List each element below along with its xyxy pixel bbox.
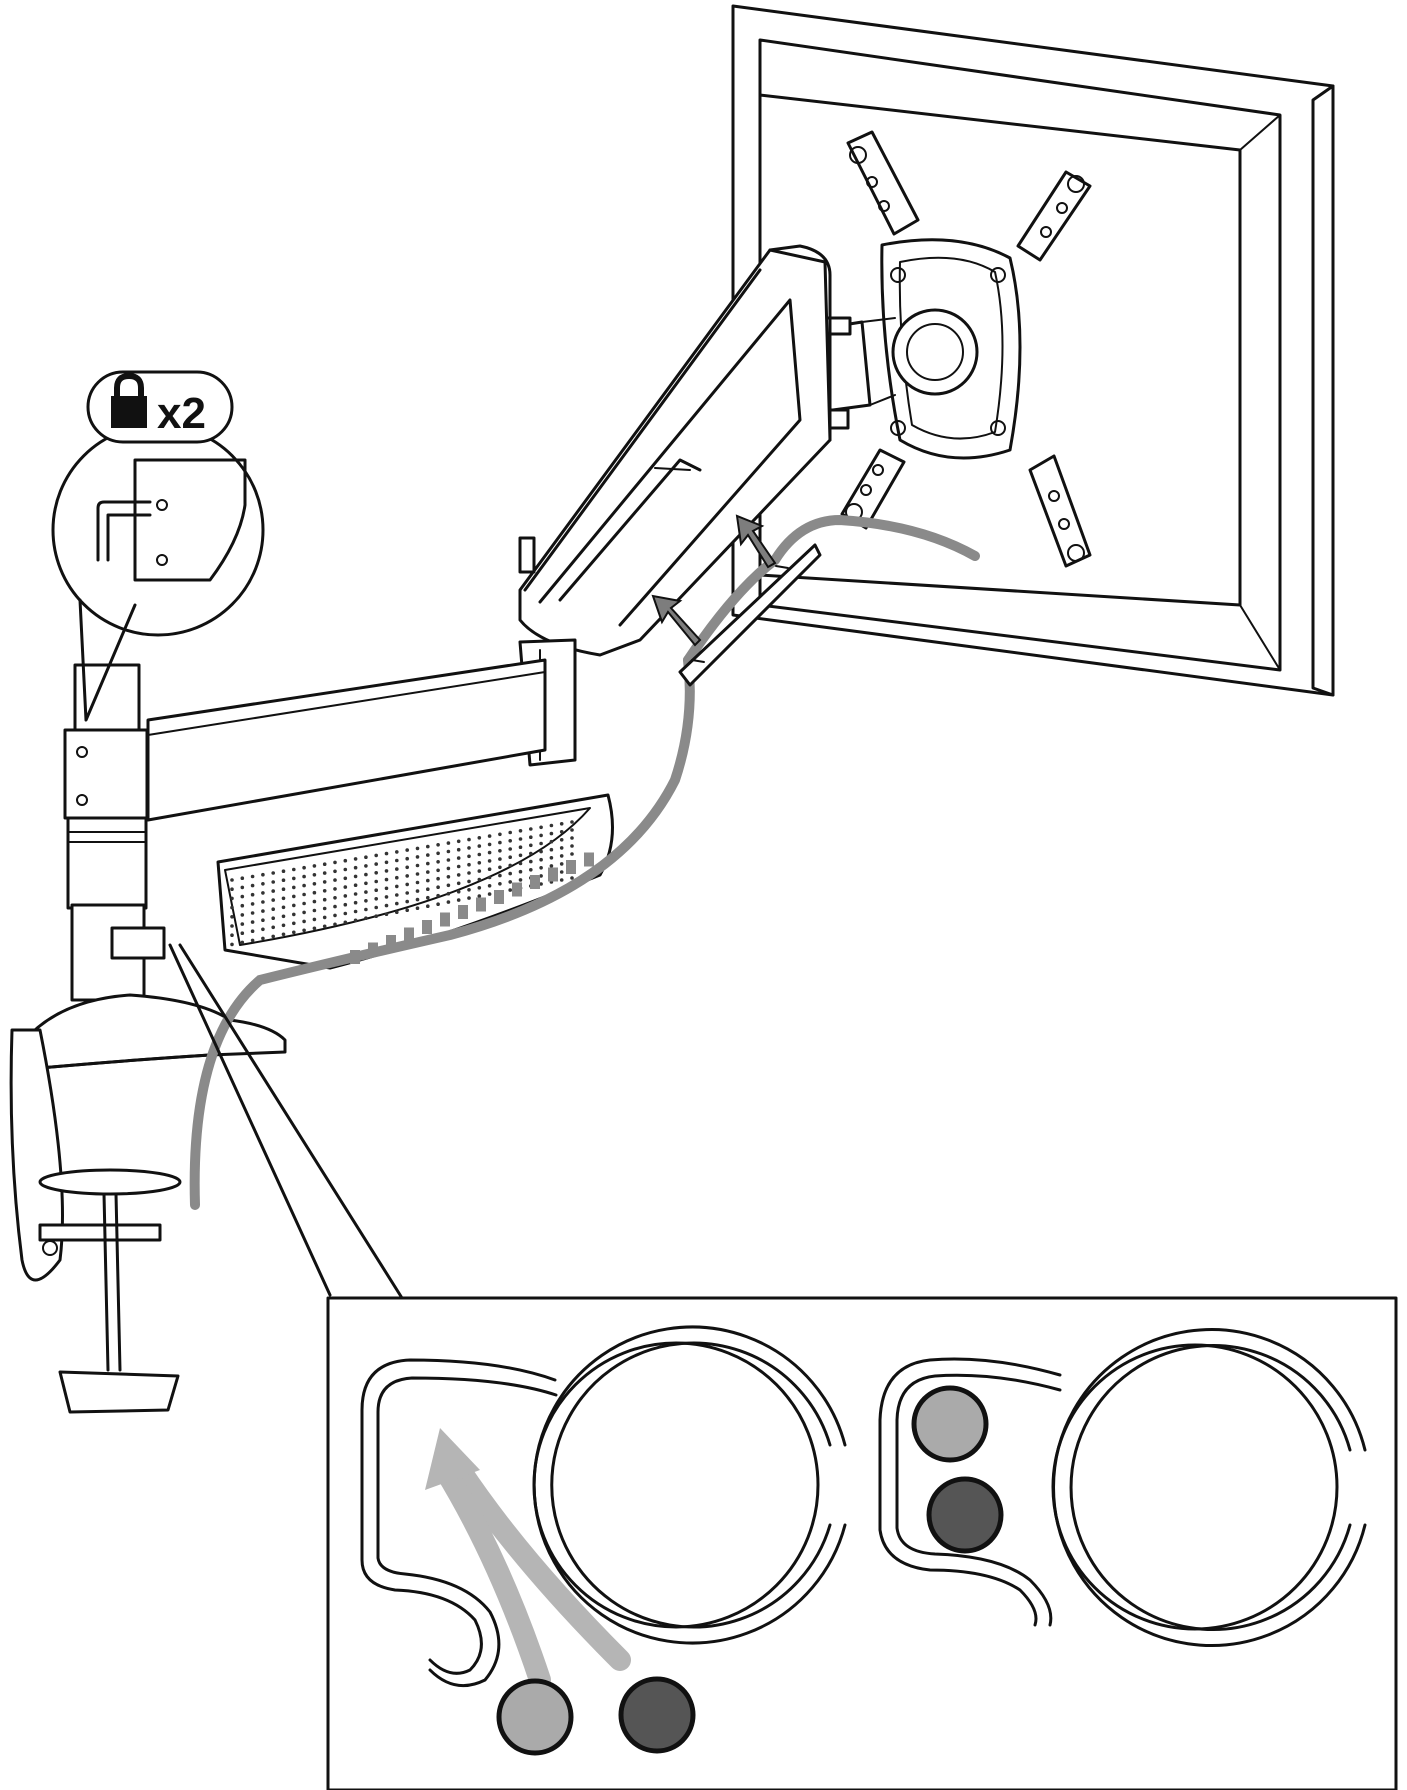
tilt-joint — [891, 308, 979, 396]
pole-circle-right — [1051, 1343, 1339, 1631]
clamp-knob — [58, 1370, 180, 1414]
tray-perforation — [230, 820, 574, 947]
lock-icon — [111, 372, 147, 428]
insert-arrow-light — [449, 1459, 631, 1671]
pole — [9, 663, 287, 1414]
base-foot — [23, 993, 287, 1070]
cable-middle — [683, 555, 780, 665]
cable-light-1 — [496, 1678, 574, 1756]
pole-circle-left — [532, 1341, 820, 1629]
callout-pole — [133, 458, 247, 582]
cable-upper — [770, 514, 980, 565]
attach-arrow-lower — [651, 594, 702, 647]
vesa-arm-bottom-right — [1028, 454, 1092, 568]
pole-collar — [63, 728, 149, 820]
cable-clip — [110, 926, 166, 960]
upper-arm-body — [146, 658, 547, 822]
clip-detail-callout — [168, 943, 1398, 1790]
cable-dark-1 — [618, 1676, 696, 1754]
monitor-side — [1311, 84, 1335, 697]
insert-arrowhead — [425, 1428, 480, 1490]
vesa-arm-bottom-left — [840, 448, 906, 530]
clamp-plate — [38, 1223, 162, 1242]
callout-circle — [51, 423, 265, 637]
upper-arm — [146, 658, 547, 822]
vesa-arm-top-right — [1016, 170, 1092, 262]
cable-tray — [216, 793, 614, 970]
hex-key — [96, 500, 152, 562]
clamp-pad — [38, 1168, 182, 1196]
lock-count: x2 — [157, 389, 206, 438]
cable-clip-closed — [878, 1328, 1367, 1647]
cable-clip-open — [360, 1325, 847, 1756]
attach-arrow-upper — [735, 514, 777, 569]
cable-dark-2 — [926, 1476, 1004, 1554]
cable-cover — [678, 543, 822, 687]
lock-callout: x2 — [51, 370, 265, 722]
forearm-end-cap — [518, 536, 536, 574]
insert-arrow-light-2 — [434, 1459, 551, 1691]
cable-light-2 — [911, 1385, 989, 1463]
clamp-body — [9, 1028, 64, 1282]
vesa-bracket — [810, 130, 1092, 568]
cable-lower — [189, 655, 695, 1210]
